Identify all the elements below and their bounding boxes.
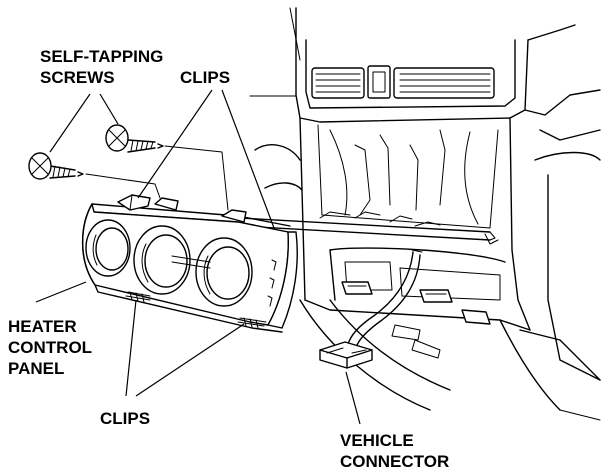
wire-harness (347, 249, 423, 349)
dashboard-console (239, 7, 601, 421)
label-panel-line1: HEATER (8, 317, 77, 336)
air-vent-center (367, 65, 391, 99)
top-clip-right (221, 209, 247, 223)
knob-left (85, 219, 131, 277)
air-vent-right (393, 67, 495, 99)
label-screws-line2: SCREWS (40, 68, 115, 87)
leader-lines (35, 89, 361, 425)
screw-upper (105, 124, 164, 153)
screw-lower (28, 152, 84, 180)
knob-right (195, 237, 253, 307)
label-panel-line2: CONTROL (8, 338, 93, 357)
label-clips-top: CLIPS (180, 68, 231, 87)
heater-control-panel (81, 194, 298, 333)
receptacle-mid (419, 289, 453, 303)
knob-center (133, 225, 211, 295)
label-screws-line1: SELF-TAPPING (40, 47, 164, 66)
bottom-clip-right (237, 317, 267, 329)
receptacle-left (341, 281, 373, 295)
top-clip-center (154, 197, 179, 211)
label-panel-line3: PANEL (8, 359, 65, 378)
label-connector-line1: VEHICLE (340, 431, 414, 450)
air-vent-left (311, 67, 365, 99)
alignment-lines (85, 145, 229, 211)
top-clip-left (117, 194, 151, 211)
label-clips-bottom: CLIPS (100, 409, 151, 428)
vehicle-connector (319, 341, 373, 369)
receptacle-right (461, 309, 491, 325)
label-connector-line2: CONNECTOR (340, 452, 450, 471)
bottom-clip-left (125, 291, 151, 303)
